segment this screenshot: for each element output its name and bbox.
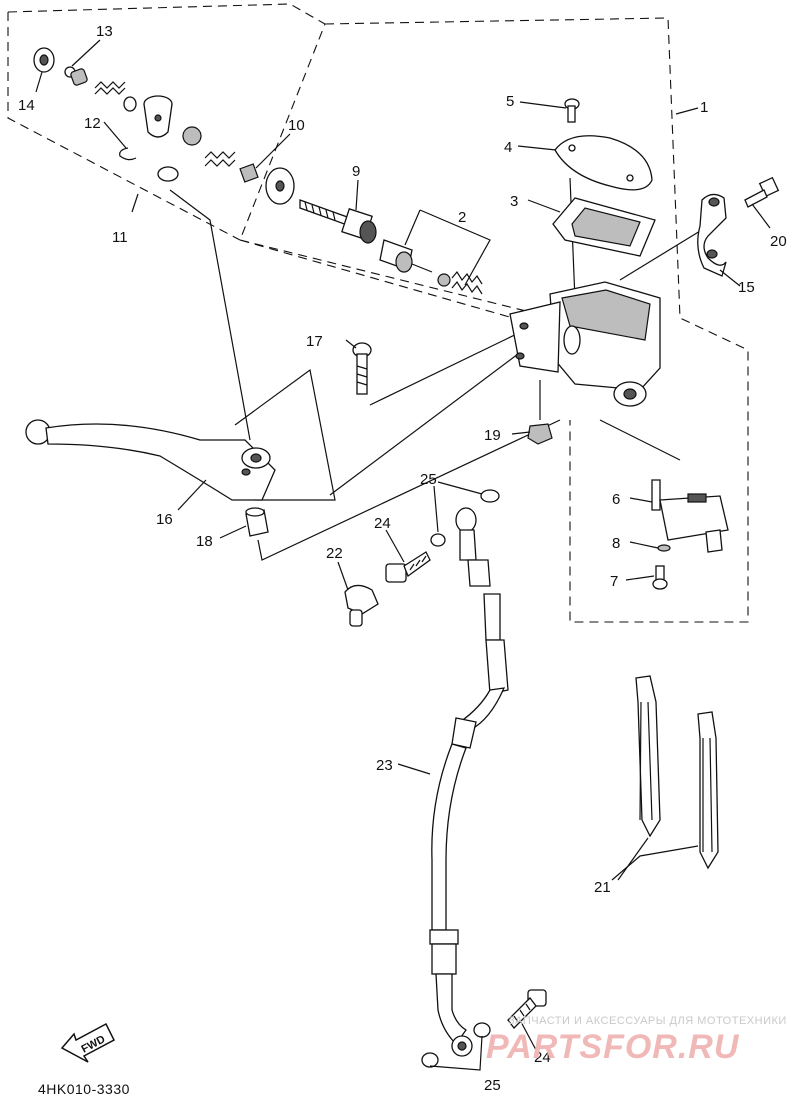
- part-14-cap: [33, 47, 55, 73]
- part-12-piston-cup: [143, 95, 179, 182]
- part-12-clip: [119, 147, 137, 161]
- group-1-boundary-inner: [239, 239, 531, 313]
- part-20-bolt: [744, 176, 780, 208]
- callout-24-upper: 24: [374, 515, 391, 532]
- ref-line-6: [599, 419, 681, 461]
- part-5-screw: [564, 98, 580, 123]
- ref-line-11: [169, 189, 251, 441]
- callout-18: 18: [196, 533, 213, 550]
- callout-23: 23: [376, 757, 393, 774]
- part-25-washer-upper: [430, 489, 500, 547]
- ref-line-18: [257, 419, 561, 561]
- part-22-cover: [344, 584, 379, 627]
- watermark-tagline: ЗАПЧАСТИ И АКСЕССУАРЫ ДЛЯ МОТОТЕХНИКИ: [508, 1015, 787, 1027]
- callout-2: 2: [458, 209, 466, 226]
- fwd-arrow-icon: FWD: [60, 1022, 115, 1063]
- part-7-screw: [652, 565, 668, 590]
- callout-6: 6: [612, 491, 620, 508]
- ref-line-17: [369, 329, 526, 406]
- part-13-spring-set: [70, 68, 137, 112]
- callout-8: 8: [612, 535, 620, 552]
- part-3-diaphragm: [552, 197, 656, 257]
- callout-3: 3: [510, 193, 518, 210]
- callout-5: 5: [506, 93, 514, 110]
- part-2-piston-kit: [379, 209, 491, 295]
- part-4-reservoir-cap: [554, 135, 653, 191]
- callout-13: 13: [96, 23, 113, 40]
- callout-17: 17: [306, 333, 323, 350]
- callout-1: 1: [700, 99, 708, 116]
- part-23-brake-hose: [429, 507, 509, 1057]
- part-8-washer: [657, 544, 671, 552]
- callout-25-lower: 25: [484, 1077, 501, 1094]
- callout-19: 19: [484, 427, 501, 444]
- part-15-holder: [697, 193, 727, 277]
- part-21-cable-ties: [635, 675, 719, 870]
- group-11-boundary: [7, 3, 521, 321]
- part-9-push-rod: [299, 199, 377, 244]
- callout-15: 15: [738, 279, 755, 296]
- ref-line-15: [619, 227, 706, 281]
- callout-9: 9: [352, 163, 360, 180]
- diagram-code: 4HK010-3330: [38, 1081, 130, 1097]
- part-1-master-cylinder: [509, 281, 661, 407]
- part-25-washer-lower: [421, 1022, 491, 1068]
- ref-line-axis: [329, 344, 531, 496]
- callout-22: 22: [326, 545, 343, 562]
- part-24-union-bolt-lower: [507, 989, 547, 1029]
- callout-labels: 1 2 3 4 5 6 7 8 9 10 11 12 13 14 15 16 1…: [18, 23, 787, 1094]
- watermark-brand: PARTSFOR.RU: [486, 1028, 740, 1066]
- part-24-union-bolt-upper: [385, 551, 431, 583]
- part-10-adjuster-set: [182, 126, 295, 205]
- callout-14: 14: [18, 97, 35, 114]
- part-16-brake-lever: [25, 419, 276, 501]
- callout-12: 12: [84, 115, 101, 132]
- callout-25-upper: 25: [420, 471, 437, 488]
- callout-16: 16: [156, 511, 173, 528]
- group-11-boundary-lower: [7, 12, 241, 241]
- callout-10: 10: [288, 117, 305, 134]
- callout-7: 7: [610, 573, 618, 590]
- callout-11: 11: [112, 229, 128, 246]
- part-19-nut: [527, 423, 553, 445]
- part-6-switch: [651, 479, 729, 553]
- callout-4: 4: [504, 139, 512, 156]
- ref-line-16-box: [234, 368, 336, 501]
- callout-21: 21: [594, 879, 611, 896]
- part-18-collar: [245, 507, 269, 537]
- callout-20: 20: [770, 233, 787, 250]
- callout-24-lower: 24: [534, 1049, 551, 1066]
- part-17-pivot-bolt: [352, 342, 372, 395]
- leader-lines: [35, 39, 771, 1071]
